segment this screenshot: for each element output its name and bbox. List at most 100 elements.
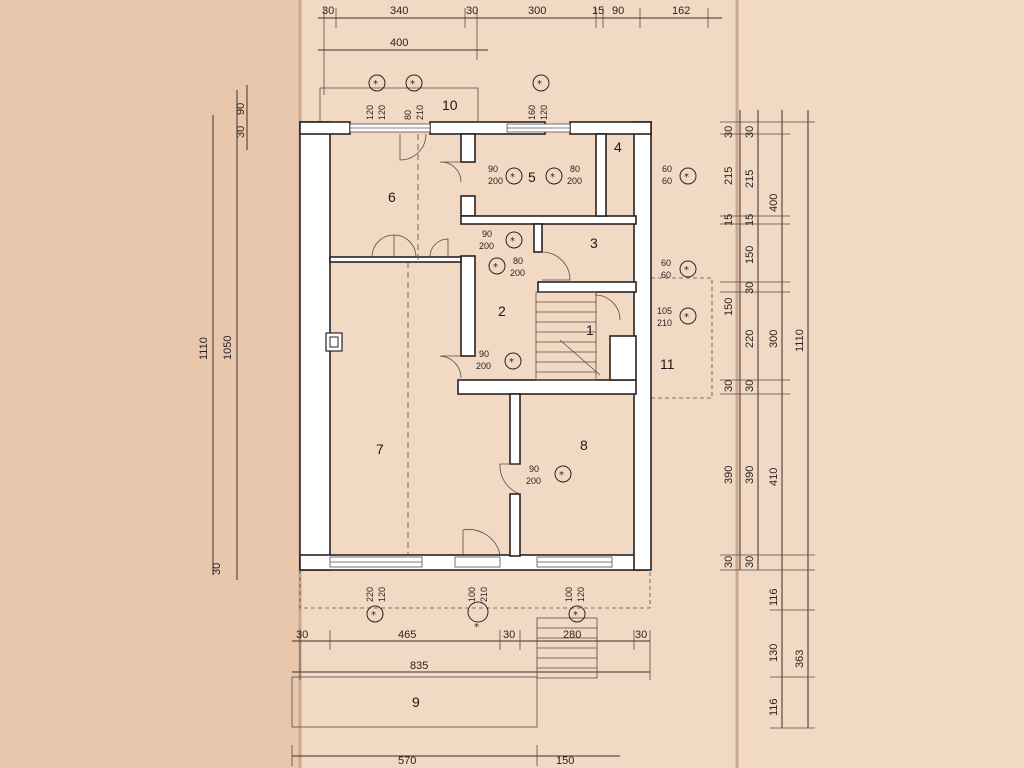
room-label-9: 9 <box>412 694 420 710</box>
open-d6-a: 90 <box>488 164 498 174</box>
room-label-10: 10 <box>442 97 458 113</box>
open-d1-b: 210 <box>657 318 672 328</box>
open-top-left-b: 120 <box>377 105 387 120</box>
open-d2a-a: 80 <box>513 256 523 266</box>
svg-text:*: * <box>509 357 514 368</box>
marker: * <box>679 260 697 278</box>
dim-right-mid-10: 410 <box>768 468 780 486</box>
dim-left-4: 30 <box>235 126 247 138</box>
external-outlines <box>291 87 713 728</box>
marker: * <box>679 307 697 325</box>
open-d4-b: 60 <box>662 176 672 186</box>
svg-text:*: * <box>684 312 689 323</box>
chimney-inner <box>329 336 339 348</box>
door-swings <box>371 133 621 556</box>
paper-left-page <box>0 0 305 768</box>
room-label-2: 2 <box>498 303 506 319</box>
dim-right-mid-1: 30 <box>744 126 756 138</box>
open-d6c-a: 90 <box>482 229 492 239</box>
svg-text:*: * <box>373 79 378 90</box>
opening-annotations: 120 120 80 210 160 120 80 200 60 60 90 2… <box>365 105 672 602</box>
open-bot-left-a: 220 <box>365 587 375 602</box>
dim-top-2: 340 <box>390 5 408 17</box>
right-dimensions: 30 215 15 150 30 390 30 30 215 15 150 30… <box>720 110 815 729</box>
dim-right-in-6: 390 <box>723 466 735 484</box>
dim-bot-2: 465 <box>398 629 416 641</box>
svg-text:*: * <box>559 470 564 481</box>
bottom-dimensions: 30 465 30 280 30 835 570 150 <box>291 629 651 767</box>
dim-bot-6: 835 <box>410 660 428 672</box>
open-d6-b: 200 <box>488 176 503 186</box>
dim-right-in-3: 15 <box>723 214 735 226</box>
open-d5-b: 200 <box>567 176 582 186</box>
open-d3-a: 60 <box>661 258 671 268</box>
marker: * <box>505 231 523 249</box>
marker: * <box>532 74 550 92</box>
open-d1-a: 105 <box>657 306 672 316</box>
open-bot-right-a: 100 <box>564 587 574 602</box>
dim-bot-1: 30 <box>296 629 308 641</box>
top-dimensions: 30 340 30 300 15 90 162 400 <box>318 5 722 95</box>
dim-top-6: 90 <box>612 5 624 17</box>
marker: * <box>505 167 523 185</box>
dim-right-out-3: 130 <box>768 644 780 662</box>
marker: * <box>504 352 522 370</box>
dim-right-mid-2: 215 <box>744 170 756 188</box>
dim-right-mid-6: 30 <box>744 282 756 294</box>
open-d3-b: 60 <box>661 270 671 280</box>
room-label-11: 11 <box>660 356 675 372</box>
paper-right-page <box>735 0 1024 768</box>
open-bot-left-b: 120 <box>377 587 387 602</box>
open-d5-a: 80 <box>570 164 580 174</box>
room-label-8: 8 <box>580 437 588 453</box>
chimney <box>325 332 343 352</box>
dim-right-in-5: 30 <box>723 380 735 392</box>
dim-top-3: 30 <box>466 5 478 17</box>
dim-bot-5: 30 <box>635 629 647 641</box>
room-label-6: 6 <box>388 189 396 205</box>
dim-top-4: 300 <box>528 5 546 17</box>
dim-left-5: 30 <box>211 563 223 575</box>
dim-top-1: 30 <box>322 5 334 17</box>
windows-top <box>349 123 571 133</box>
dim-bot-4: 280 <box>563 629 581 641</box>
marker: * <box>488 257 506 275</box>
dim-right-mid-11: 390 <box>744 466 756 484</box>
markers: * * * * * * * * * * * * * * * <box>366 74 697 633</box>
svg-text:*: * <box>371 610 376 621</box>
dim-top-5: 15 <box>592 5 604 17</box>
dim-right-mid-9: 30 <box>744 380 756 392</box>
open-d8-a: 90 <box>529 464 539 474</box>
open-top-mid-b: 210 <box>415 105 425 120</box>
marker: * <box>467 601 489 633</box>
room-label-4: 4 <box>614 139 622 155</box>
dim-top-8: 400 <box>390 37 408 49</box>
svg-text:*: * <box>684 172 689 183</box>
windows-bottom <box>329 556 613 568</box>
svg-text:*: * <box>537 79 542 90</box>
open-top-mid-a: 80 <box>403 110 413 120</box>
svg-text:*: * <box>474 622 479 633</box>
marker: * <box>545 167 563 185</box>
open-d6c-b: 200 <box>479 241 494 251</box>
marker: * <box>405 74 423 92</box>
marker: * <box>679 167 697 185</box>
open-d2b-a: 90 <box>479 349 489 359</box>
dim-right-mid-8: 300 <box>768 330 780 348</box>
dim-right-out-5: 363 <box>794 650 806 668</box>
svg-text:*: * <box>493 262 498 273</box>
dim-left-3: 90 <box>235 103 247 115</box>
dim-right-in-2: 215 <box>723 167 735 185</box>
svg-text:*: * <box>510 236 515 247</box>
room-label-5: 5 <box>528 169 536 185</box>
marker: * <box>366 605 384 623</box>
open-bot-mid-a: 100 <box>467 587 477 602</box>
svg-text:*: * <box>684 265 689 276</box>
dim-left-1: 1110 <box>198 337 210 360</box>
marker: * <box>568 605 586 623</box>
room-label-7: 7 <box>376 441 384 457</box>
stairs <box>535 291 601 381</box>
svg-text:*: * <box>510 172 515 183</box>
svg-text:*: * <box>550 172 555 183</box>
dim-right-mid-4: 400 <box>768 194 780 212</box>
